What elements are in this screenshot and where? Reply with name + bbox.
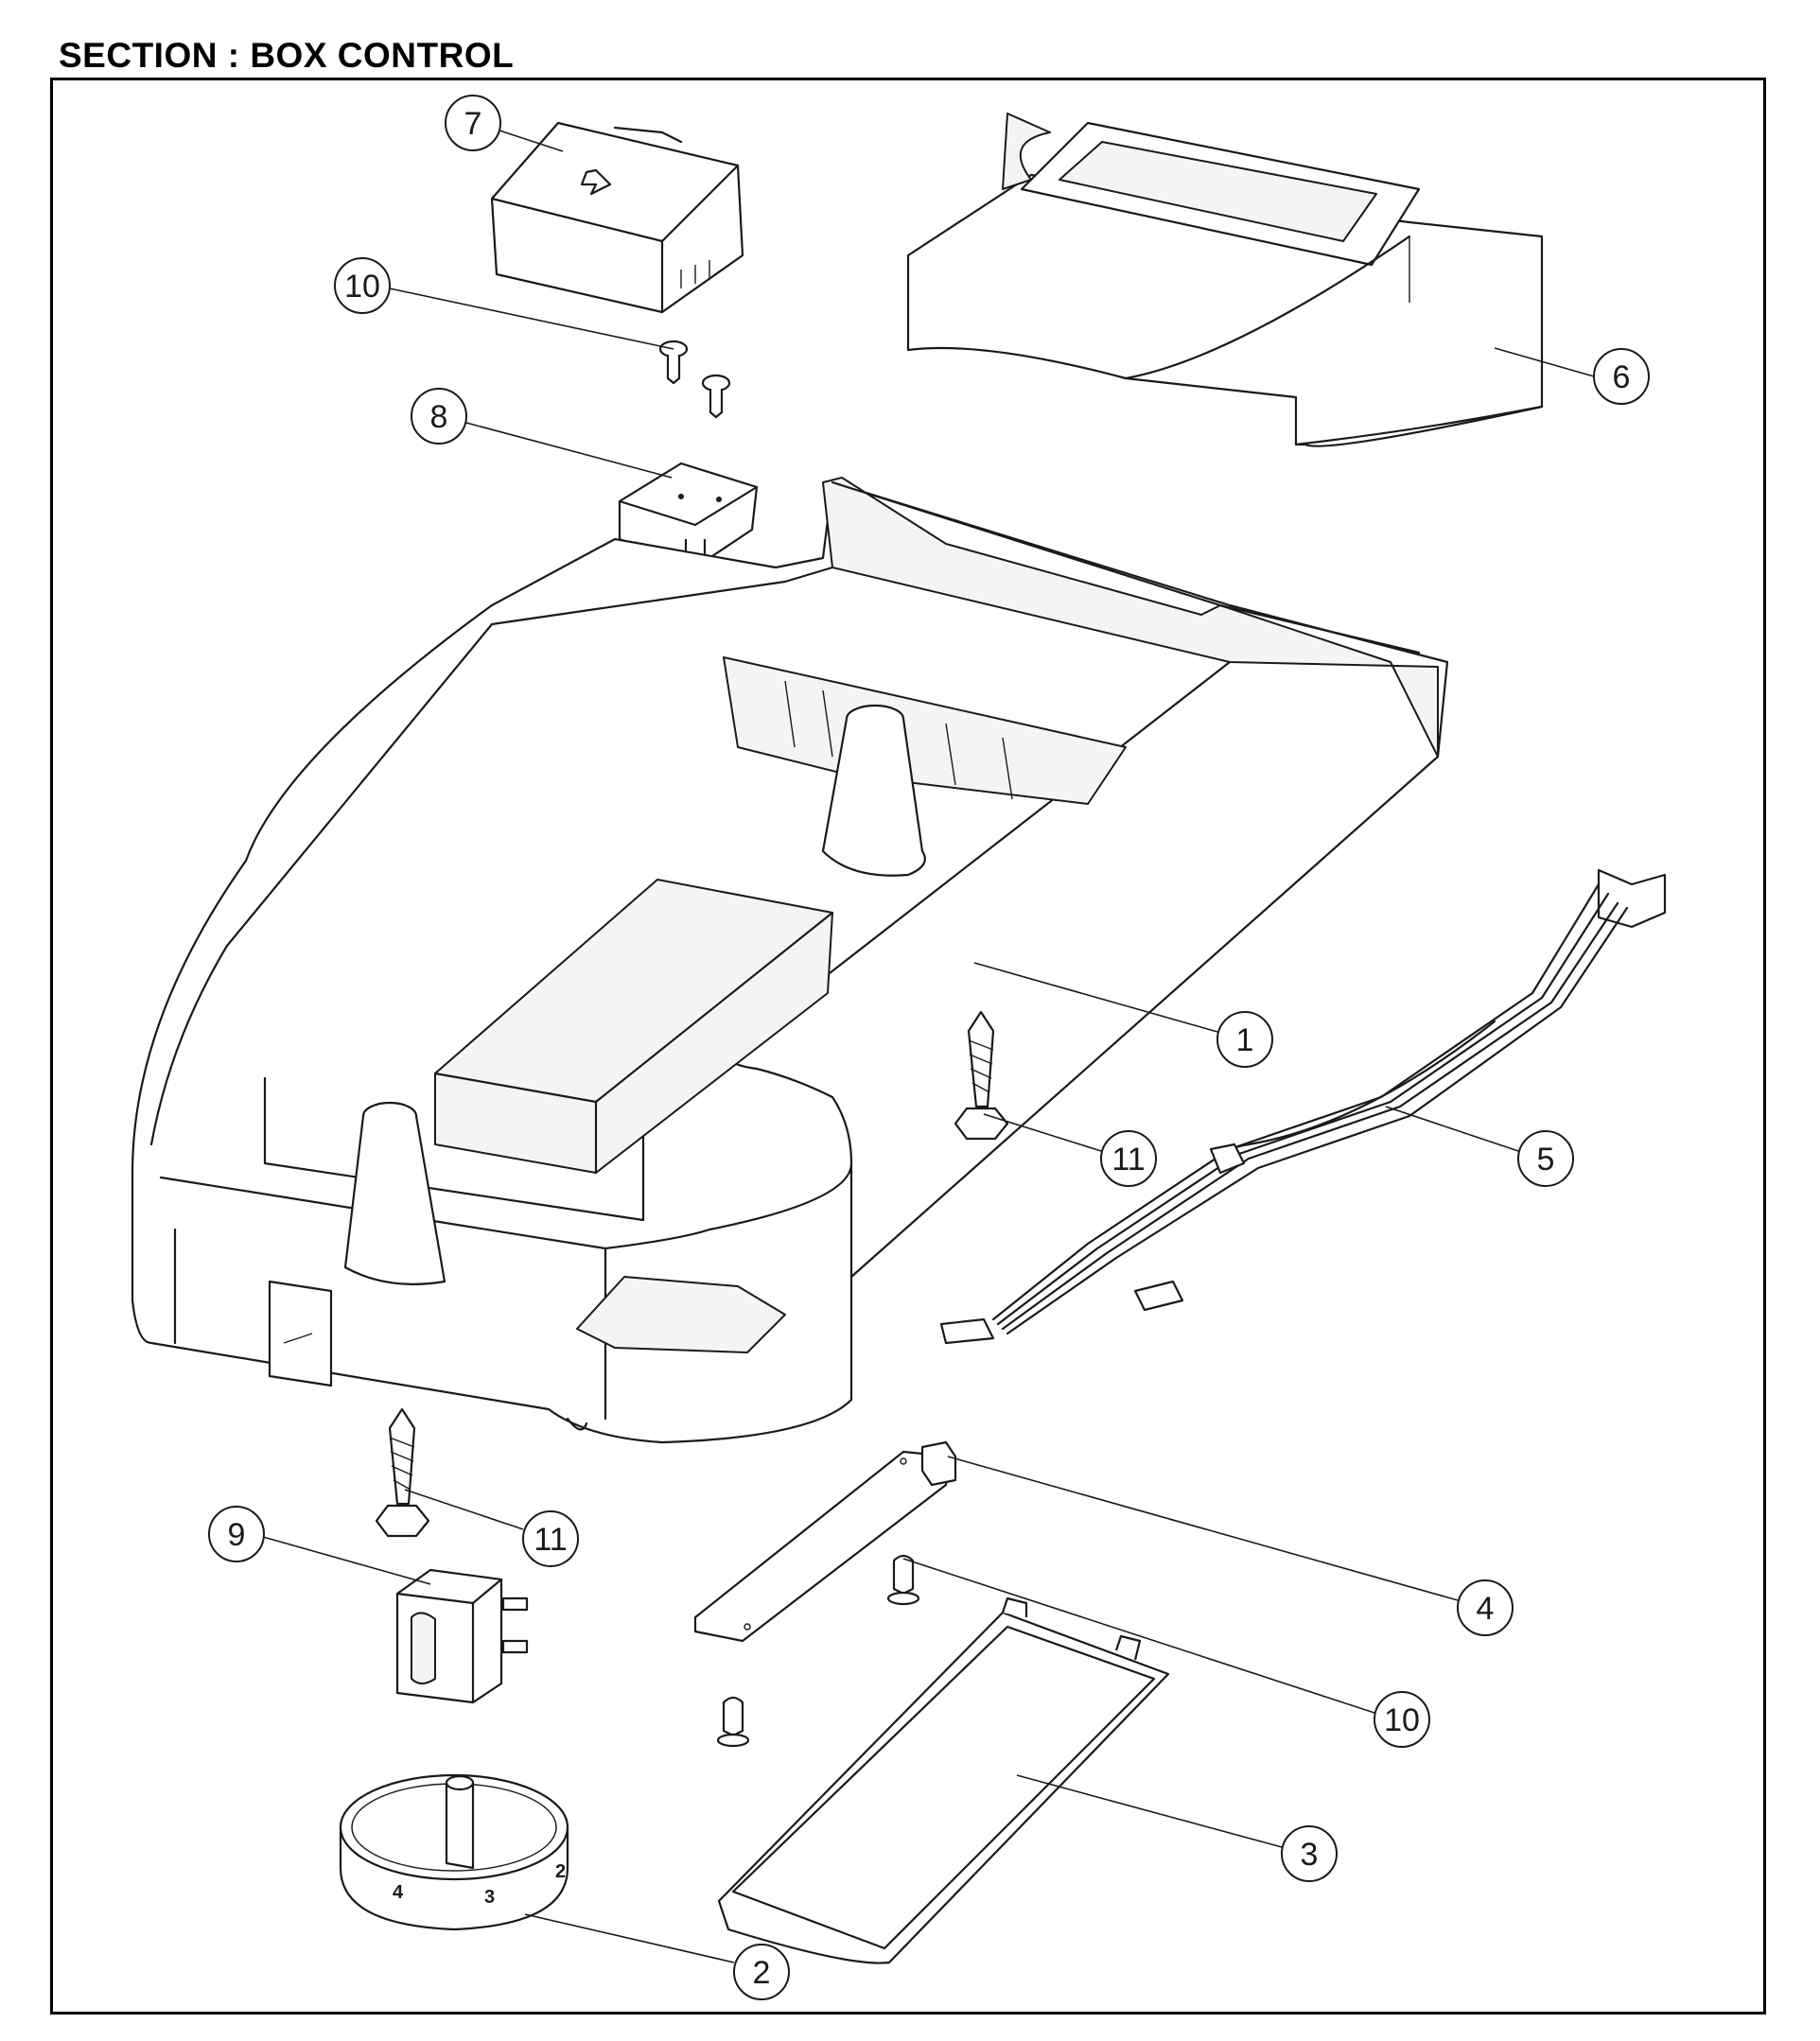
callout-11-upper-label: 11: [1111, 1142, 1145, 1178]
part-4-strip: [693, 1440, 957, 1643]
callout-8-label: 8: [430, 399, 448, 435]
part-7-cap: [490, 121, 744, 314]
part-11-screw-lower: [375, 1407, 430, 1538]
callout-3: 3: [1281, 1825, 1338, 1882]
callout-6-label: 6: [1613, 359, 1631, 395]
callout-1: 1: [1216, 1011, 1273, 1068]
part-11-screw-upper: [954, 1010, 1009, 1141]
part-10-screws-lower: [716, 1554, 920, 1748]
callout-4-label: 4: [1477, 1591, 1495, 1627]
callout-3-label: 3: [1301, 1837, 1319, 1873]
callout-11-lower: 11: [522, 1510, 579, 1567]
callout-1-label: 1: [1236, 1022, 1254, 1058]
section-title: SECTION : BOX CONTROL: [59, 36, 515, 75]
callout-9-label: 9: [228, 1517, 246, 1553]
callout-2-label: 2: [753, 1955, 771, 1991]
part-5-harness: [939, 868, 1667, 1345]
callout-10-lower-label: 10: [1384, 1702, 1420, 1738]
callout-10-upper-label: 10: [344, 269, 380, 305]
part-10-screws-top: [658, 340, 731, 419]
callout-6: 6: [1593, 348, 1650, 405]
part-6-cover: [906, 113, 1544, 447]
part-2-knob: 4 3 2: [339, 1773, 569, 1931]
part-1-base-box: [131, 477, 1449, 1444]
callout-2: 2: [733, 1944, 790, 2000]
knob-mark-4: 4: [393, 1882, 404, 1903]
callout-11-upper: 11: [1100, 1130, 1157, 1187]
callout-4: 4: [1457, 1579, 1514, 1636]
callout-7: 7: [445, 95, 501, 151]
callout-10-upper: 10: [334, 257, 391, 314]
part-9-switch: [395, 1568, 529, 1704]
knob-mark-2: 2: [555, 1861, 566, 1882]
callout-5-label: 5: [1537, 1142, 1555, 1178]
part-3-plate: [717, 1596, 1170, 1964]
callout-7-label: 7: [464, 106, 482, 142]
callout-11-lower-label: 11: [534, 1522, 567, 1558]
drawing-frame: [50, 78, 1766, 2015]
callout-10-lower: 10: [1374, 1691, 1430, 1748]
callout-9: 9: [208, 1506, 265, 1562]
callout-8: 8: [411, 388, 467, 445]
callout-5: 5: [1517, 1130, 1574, 1187]
leader-lines: [255, 130, 1595, 1963]
knob-mark-3: 3: [484, 1887, 495, 1908]
